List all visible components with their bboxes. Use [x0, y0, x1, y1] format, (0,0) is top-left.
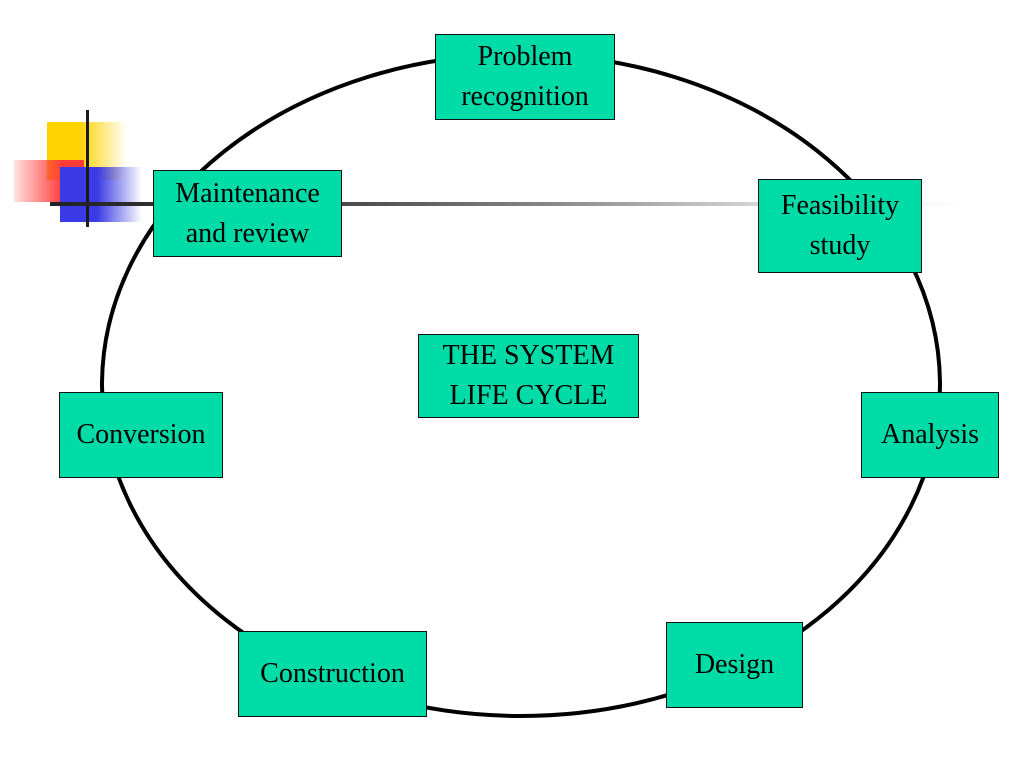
stage-label: Problem recognition	[461, 41, 589, 112]
stage-label: Construction	[260, 658, 405, 689]
stage-analysis: Analysis	[861, 392, 999, 478]
stage-construction: Construction	[238, 631, 427, 717]
stage-maintenance-and-review: Maintenance and review	[153, 170, 342, 257]
stage-feasibility-study: Feasibility study	[758, 179, 922, 273]
deco-vertical-line	[86, 110, 89, 227]
deco-horizontal-line	[50, 202, 964, 206]
stage-label: Feasibility study	[780, 190, 900, 261]
stage-design: Design	[666, 622, 803, 708]
stage-label: Design	[694, 649, 775, 680]
stage-problem-recognition: Problem recognition	[435, 34, 615, 120]
stage-label: Conversion	[76, 419, 206, 450]
deco-blue-square	[60, 167, 142, 222]
stage-label: Analysis	[881, 419, 979, 450]
center-title-box: THE SYSTEM LIFE CYCLE	[418, 334, 639, 418]
stage-label: Maintenance and review	[175, 177, 320, 249]
diagram-title: THE SYSTEM LIFE CYCLE	[442, 340, 615, 411]
stage-conversion: Conversion	[59, 392, 223, 478]
